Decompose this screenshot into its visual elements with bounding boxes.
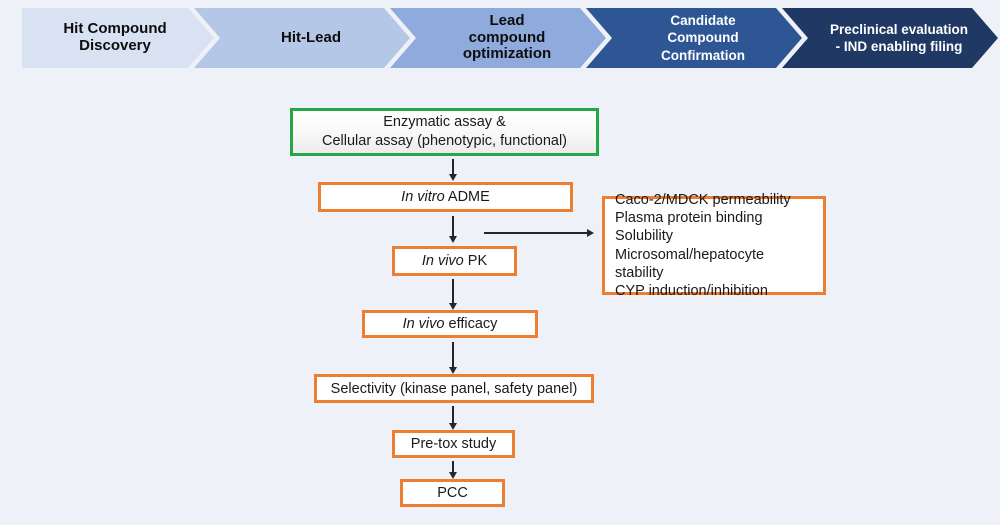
stage-chevron-preclinical-evaluation: Preclinical evaluation - IND enabling fi… <box>782 8 998 68</box>
screening-assay-box: Enzymatic assay & Cellular assay (phenot… <box>290 108 599 156</box>
stage-label: Preclinical evaluation - IND enabling fi… <box>829 21 969 54</box>
arrow-selectivity-to-pretox <box>448 406 457 430</box>
stage-label: Candidate Compound Confirmation <box>661 13 745 63</box>
arrowhead-down-icon <box>448 174 457 181</box>
arrowhead-down-icon <box>448 472 457 479</box>
arrow-screening-to-adme <box>448 159 457 181</box>
arrowhead-down-icon <box>448 303 457 310</box>
arrow-adme-to-pk <box>448 216 457 243</box>
pcc-box: PCC <box>400 479 505 507</box>
step-label: In vitro ADME <box>401 189 490 205</box>
arrow-efficacy-to-selectivity <box>448 342 457 374</box>
stage-chevron-hit-lead: Hit-Lead <box>194 8 410 68</box>
step-label: Selectivity (kinase panel, safety panel) <box>330 380 578 397</box>
arrow-pk-to-efficacy <box>448 279 457 310</box>
selectivity-box: Selectivity (kinase panel, safety panel) <box>314 374 594 403</box>
arrowhead-down-icon <box>448 236 457 243</box>
adme-detail-item: CYP induction/inhibition <box>615 282 768 299</box>
arrow-to-adme-detail-panel <box>484 228 594 237</box>
screening-assay-line2: Cellular assay (phenotypic, functional) <box>321 133 567 149</box>
screening-assay-line1: Enzymatic assay & <box>383 114 506 130</box>
adme-detail-item: Solubility <box>615 228 674 245</box>
pre-tox-study-box: Pre-tox study <box>392 430 515 458</box>
adme-detail-item: Microsomal/hepatocyte stability <box>615 246 765 281</box>
step-label: Pre-tox study <box>410 436 497 452</box>
stage-label: Hit-Lead <box>281 28 341 46</box>
stage-chevron-candidate-compound-confirmation: Candidate Compound Confirmation <box>586 8 802 68</box>
step-label: In vivo PK <box>421 253 488 269</box>
arrowhead-down-icon <box>448 367 457 374</box>
pipeline-stage-bar: Hit Compound Discovery Hit-Lead Lead com… <box>22 8 998 68</box>
adme-detail-item: Caco-2/MDCK permeability <box>615 191 791 208</box>
stage-label: Lead compound optimization <box>462 11 552 63</box>
step-label: PCC <box>437 485 468 501</box>
arrow-pretox-to-pcc <box>448 461 457 479</box>
in-vivo-efficacy-box: In vivo efficacy <box>362 310 538 338</box>
stage-chevron-hit-compound-discovery: Hit Compound Discovery <box>22 8 214 68</box>
stage-chevron-lead-compound-optimization: Lead compound optimization <box>390 8 606 68</box>
stage-label: Hit Compound Discovery <box>63 20 167 54</box>
adme-detail-panel: Caco-2/MDCK permeability Plasma protein … <box>602 192 826 299</box>
step-label: In vivo efficacy <box>402 316 498 332</box>
arrowhead-right-icon <box>587 228 594 237</box>
in-vivo-pk-box: In vivo PK <box>392 246 517 276</box>
arrowhead-down-icon <box>448 423 457 430</box>
in-vitro-adme-box: In vitro ADME <box>318 182 573 212</box>
adme-detail-item: Plasma protein binding <box>615 210 763 227</box>
